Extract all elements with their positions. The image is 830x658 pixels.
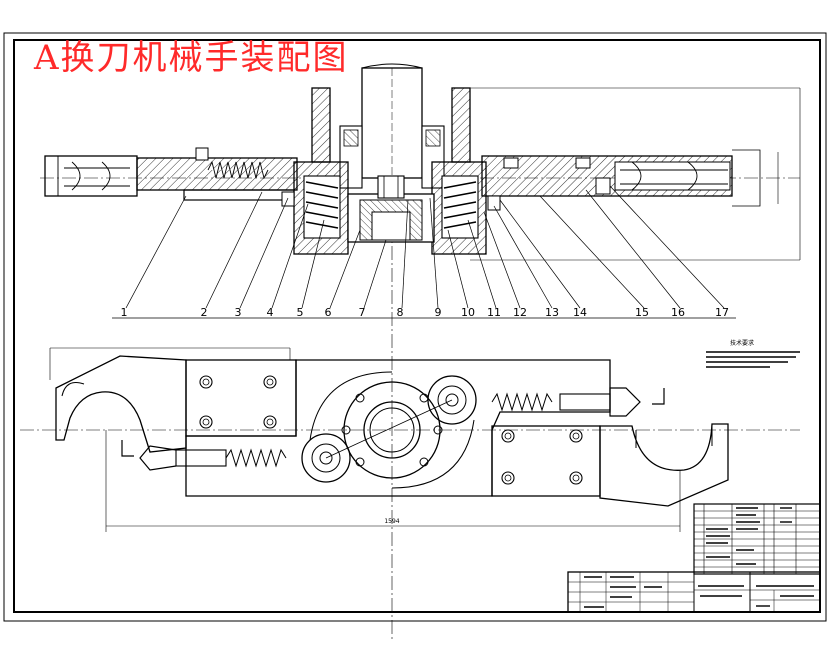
drawing-title: A换刀机械手装配图 (34, 38, 349, 78)
plan-left-arm (185, 359, 297, 437)
right-jaw-groove (620, 161, 728, 191)
right-flange (451, 87, 471, 163)
part-number-9: 9 (435, 306, 442, 319)
left-claw (55, 355, 187, 453)
right-bearing (441, 175, 479, 239)
plan-right-arm (491, 425, 601, 497)
gear-upper (427, 375, 477, 425)
part-number-1: 1 (121, 306, 128, 319)
part-number-8: 8 (397, 306, 404, 319)
lower-spring (225, 448, 287, 468)
tech-requirements-heading: 技术要求 (730, 339, 754, 347)
left-spring (207, 160, 269, 180)
part-number-17: 17 (715, 306, 729, 319)
leader-lines (112, 185, 736, 319)
part-number-15: 15 (635, 306, 649, 319)
section-view (40, 63, 801, 640)
part-number-12: 12 (513, 306, 527, 319)
part-number-3: 3 (235, 306, 242, 319)
outer-border (3, 32, 827, 622)
part-number-16: 16 (671, 306, 685, 319)
dimension-bottom-width: 1594 (384, 518, 399, 525)
part-number-11: 11 (487, 306, 501, 319)
part-number-10: 10 (461, 306, 475, 319)
central-body (185, 359, 611, 497)
central-flange (343, 381, 441, 479)
part-number-5: 5 (297, 306, 304, 319)
part-number-7: 7 (359, 306, 366, 319)
part-number-2: 2 (201, 306, 208, 319)
parts-list-table (693, 503, 821, 575)
left-flange (311, 87, 331, 163)
part-number-6: 6 (325, 306, 332, 319)
part-number-14: 14 (573, 306, 587, 319)
upper-spring (491, 392, 553, 412)
left-jaw-groove (57, 156, 130, 196)
title-block (567, 571, 821, 613)
gear-lower (301, 433, 351, 483)
right-claw (599, 423, 729, 507)
part-number-13: 13 (545, 306, 559, 319)
inner-border (13, 39, 821, 613)
left-jaw (44, 155, 138, 197)
tech-requirements: 技术要求 (706, 339, 800, 368)
plan-view (20, 347, 800, 532)
part-number-4: 4 (267, 306, 274, 319)
